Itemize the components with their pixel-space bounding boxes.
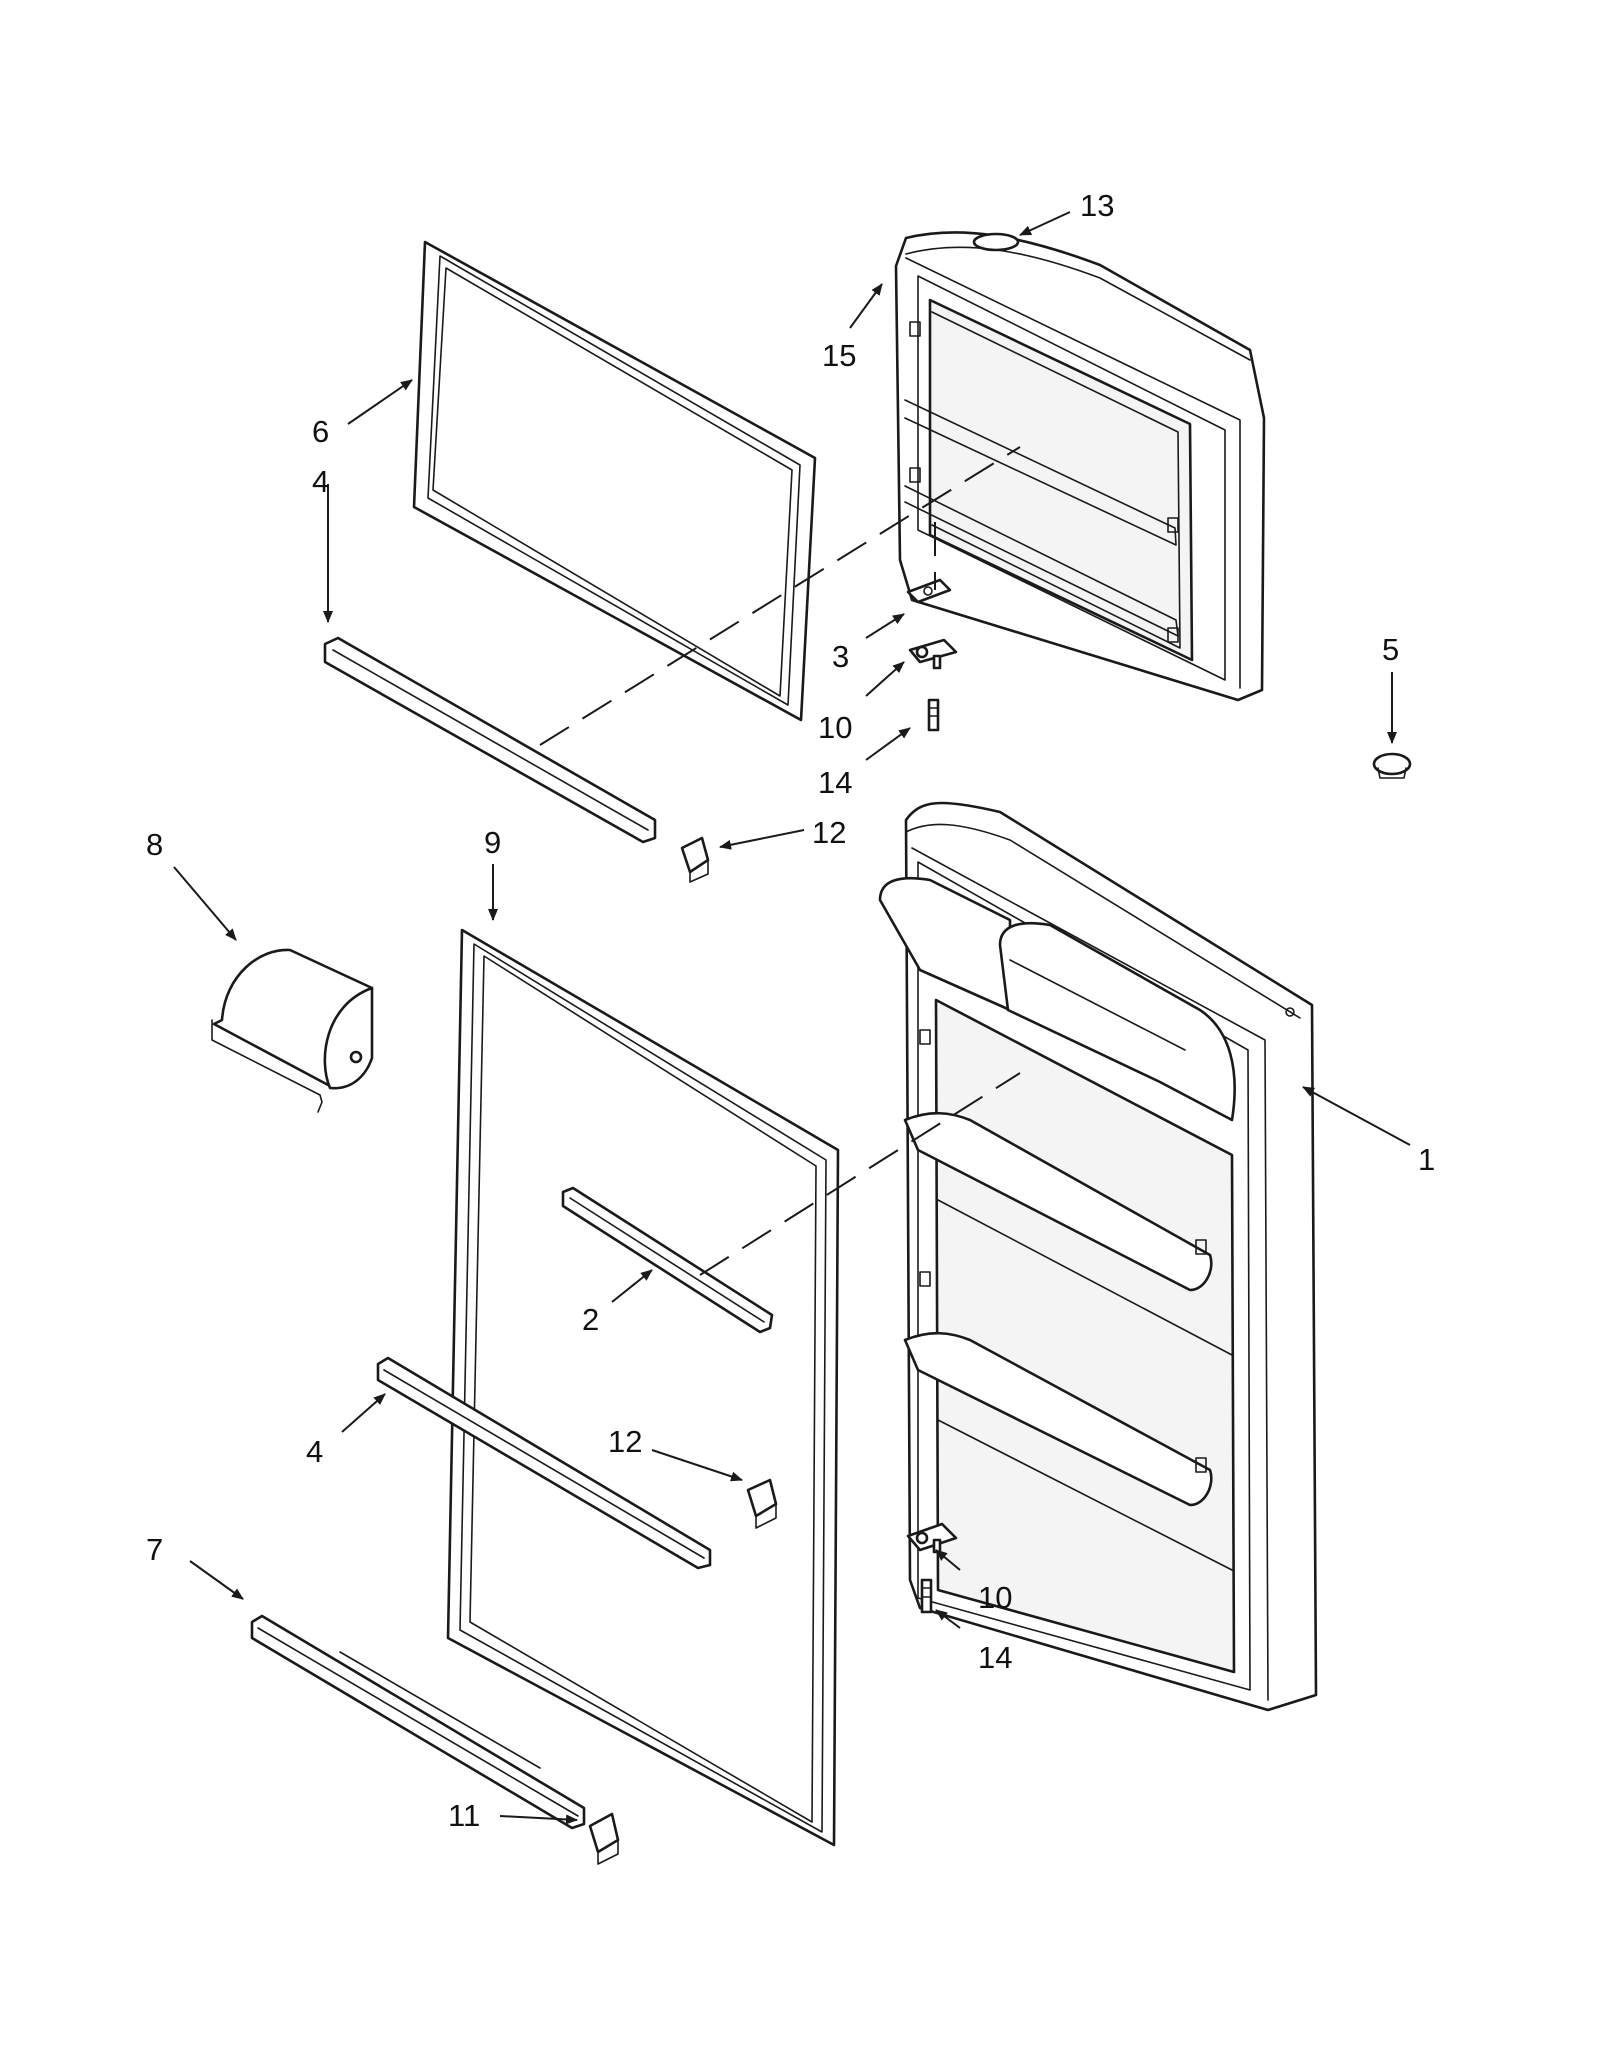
freezer-hinge-parts	[906, 578, 958, 732]
fresh-food-door-gasket	[446, 928, 840, 1847]
freezer-door-gasket	[412, 240, 817, 722]
callout-labels: 1 2 3 4 4 5 6 7 8 9 10 10 11 12 12 13 14…	[146, 188, 1435, 1833]
callout-15: 15	[822, 338, 856, 373]
bottom-rail-clip	[588, 1812, 620, 1865]
callout-3: 3	[832, 639, 849, 674]
freezer-rail-clip	[680, 836, 710, 883]
callout-1: 1	[1418, 1142, 1435, 1177]
callout-7: 7	[146, 1532, 163, 1567]
callout-12-upper: 12	[812, 815, 846, 850]
fresh-food-rail-middle	[376, 1356, 712, 1570]
callout-13: 13	[1080, 188, 1114, 223]
callout-2: 2	[582, 1302, 599, 1337]
door-bar	[561, 1186, 774, 1334]
freezer-door	[894, 231, 1266, 702]
callout-14-upper: 14	[818, 765, 852, 800]
callout-10-lower: 10	[978, 1580, 1012, 1615]
fresh-food-rail-bottom	[250, 1614, 586, 1830]
dairy-door	[211, 948, 374, 1113]
callout-10-upper: 10	[818, 710, 852, 745]
callout-8: 8	[146, 827, 163, 862]
callout-4-lower: 4	[306, 1434, 323, 1469]
lower-hinge-parts	[906, 1522, 958, 1614]
callout-14-lower: 14	[978, 1640, 1012, 1675]
callout-12-lower: 12	[608, 1424, 642, 1459]
callout-9: 9	[484, 825, 501, 860]
freezer-door-rail	[323, 636, 657, 844]
callout-5: 5	[1382, 632, 1399, 667]
callout-4-upper: 4	[312, 464, 329, 499]
handle-plug	[1372, 752, 1412, 779]
callout-6: 6	[312, 414, 329, 449]
alignment-lines	[539, 446, 1021, 1276]
fresh-food-rail-clip	[746, 1478, 778, 1529]
fresh-food-door	[878, 801, 1318, 1712]
callout-11: 11	[448, 1798, 480, 1833]
leader-lines	[173, 211, 1411, 1825]
freezer-door-handle-cap	[972, 232, 1020, 252]
